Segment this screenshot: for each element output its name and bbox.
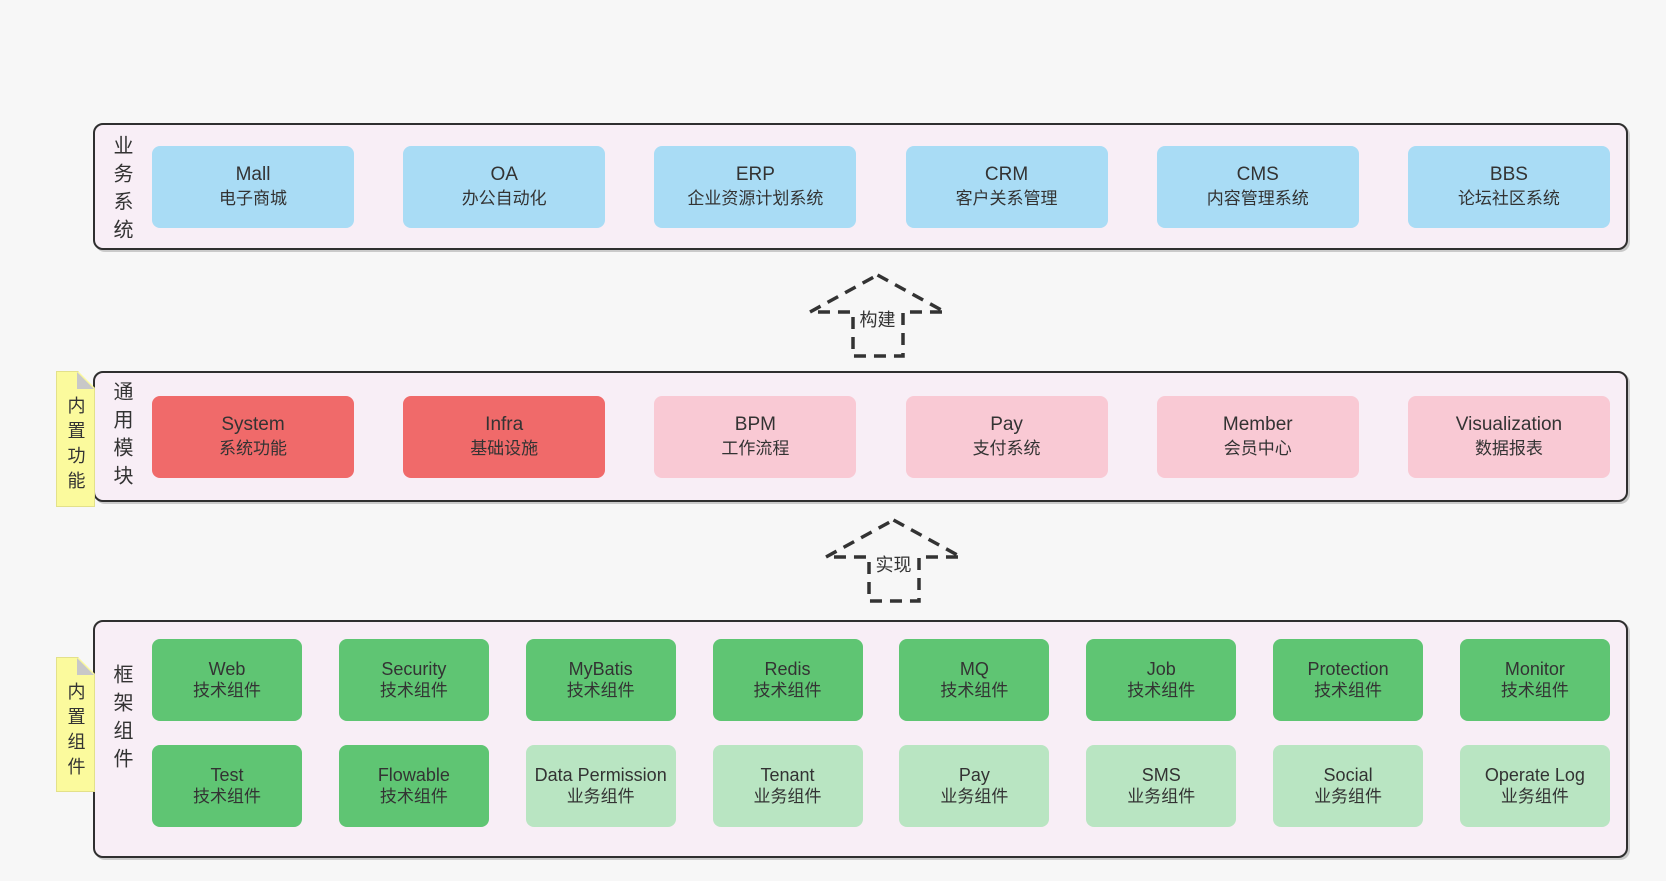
box-test: Test 技术组件 bbox=[152, 745, 302, 827]
box-sms: SMS 业务组件 bbox=[1086, 745, 1237, 827]
box-operate-log: Operate Log 业务组件 bbox=[1459, 745, 1610, 827]
box-member: Member 会员中心 bbox=[1156, 395, 1359, 478]
box-bbs: BBS 论坛社区系统 bbox=[1407, 145, 1610, 228]
box-mall: Mall 电子商城 bbox=[152, 145, 354, 228]
framework-components-bottom-row: Test 技术组件 Flowable 技术组件 Data Permission … bbox=[152, 745, 1610, 827]
common-modules-box-row: System 系统功能 Infra 基础设施 BPM 工作流程 Pay 支付系统… bbox=[152, 373, 1610, 500]
box-system: System 系统功能 bbox=[152, 395, 354, 478]
implement-arrow: 实现 bbox=[823, 517, 964, 605]
box-erp: ERP 企业资源计划系统 bbox=[654, 145, 857, 228]
box-visualization: Visualization 数据报表 bbox=[1407, 395, 1610, 478]
note-fold-icon bbox=[77, 372, 94, 389]
box-pay-component: Pay 业务组件 bbox=[899, 745, 1050, 827]
sticky-note-text: 内置功能 bbox=[65, 396, 86, 496]
box-job: Job 技术组件 bbox=[1086, 639, 1237, 721]
sticky-note-built-in-components: 内置组件 bbox=[56, 657, 95, 792]
up-arrow-icon bbox=[825, 518, 962, 603]
box-security: Security 技术组件 bbox=[338, 639, 489, 721]
box-data-permission: Data Permission 业务组件 bbox=[525, 745, 676, 827]
box-mq: MQ 技术组件 bbox=[899, 639, 1050, 721]
box-redis: Redis 技术组件 bbox=[712, 639, 863, 721]
panel-label-framework-components: 框架组件 bbox=[110, 664, 132, 776]
panel-label-common-modules: 通用模块 bbox=[110, 381, 132, 493]
box-mybatis: MyBatis 技术组件 bbox=[525, 639, 676, 721]
box-crm: CRM 客户关系管理 bbox=[905, 145, 1108, 228]
sticky-note-text: 内置组件 bbox=[65, 682, 86, 782]
business-systems-panel: 业务系统 Mall 电子商城 OA 办公自动化 ERP 企业资源计划系统 CRM… bbox=[93, 123, 1628, 250]
box-cms: CMS 内容管理系统 bbox=[1156, 145, 1359, 228]
framework-components-panel: 内置组件 框架组件 Web 技术组件 Security 技术组件 MyBatis… bbox=[93, 620, 1628, 858]
box-monitor: Monitor 技术组件 bbox=[1459, 639, 1610, 721]
up-arrow-icon bbox=[809, 273, 946, 358]
box-flowable: Flowable 技术组件 bbox=[338, 745, 489, 827]
box-oa: OA 办公自动化 bbox=[403, 145, 606, 228]
box-bpm: BPM 工作流程 bbox=[654, 395, 857, 478]
box-tenant: Tenant 业务组件 bbox=[712, 745, 863, 827]
box-web: Web 技术组件 bbox=[152, 639, 302, 721]
panel-label-business-systems: 业务系统 bbox=[110, 135, 132, 247]
implement-arrow-label: 实现 bbox=[872, 551, 915, 577]
sticky-note-built-in-features: 内置功能 bbox=[56, 371, 95, 507]
box-protection: Protection 技术组件 bbox=[1273, 639, 1424, 721]
build-arrow-label: 构建 bbox=[856, 306, 899, 332]
note-fold-icon bbox=[77, 658, 94, 675]
box-infra: Infra 基础设施 bbox=[403, 395, 606, 478]
box-pay-module: Pay 支付系统 bbox=[905, 395, 1108, 478]
box-social: Social 业务组件 bbox=[1273, 745, 1424, 827]
common-modules-panel: 内置功能 通用模块 System 系统功能 Infra 基础设施 BPM 工作流… bbox=[93, 371, 1628, 502]
framework-components-top-row: Web 技术组件 Security 技术组件 MyBatis 技术组件 Redi… bbox=[152, 639, 1610, 721]
build-arrow: 构建 bbox=[807, 272, 948, 360]
business-systems-box-row: Mall 电子商城 OA 办公自动化 ERP 企业资源计划系统 CRM 客户关系… bbox=[152, 125, 1610, 248]
